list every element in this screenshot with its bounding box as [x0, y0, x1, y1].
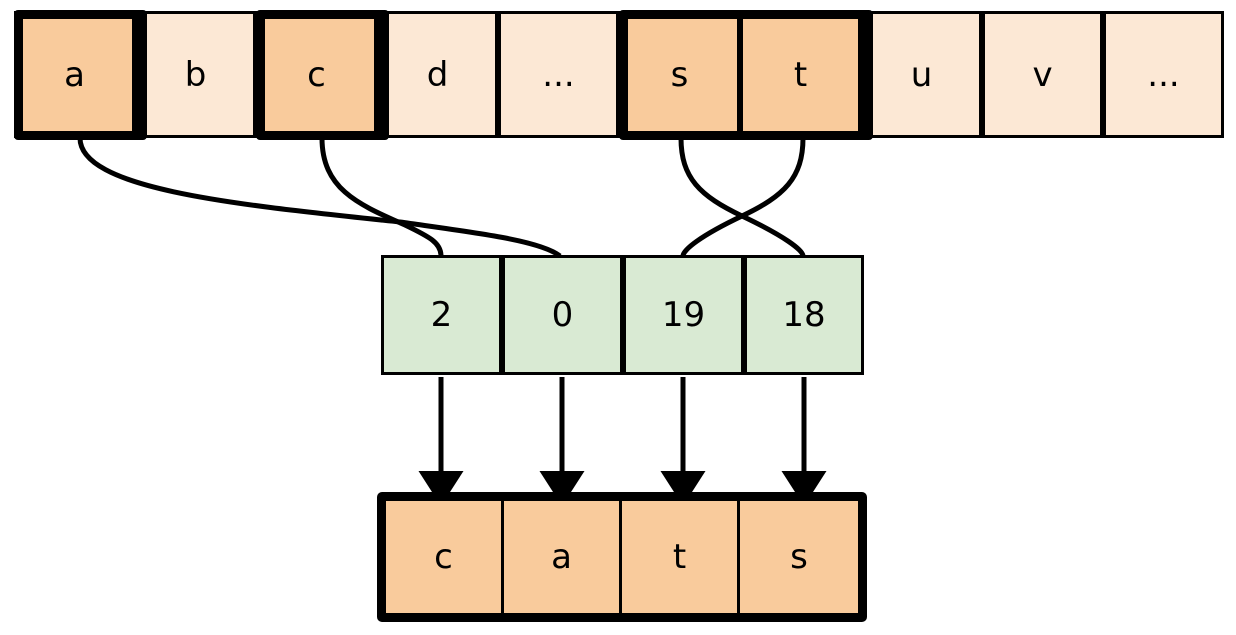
alphabet-cell-u[interactable]: u: [861, 11, 982, 138]
alphabet-cell-s[interactable]: s: [619, 11, 740, 138]
output-cell-t[interactable]: t: [622, 501, 740, 613]
index-cell-2[interactable]: 19: [623, 255, 744, 375]
output-row-inner: c a t s: [386, 501, 858, 613]
curve-s-to-18: [678, 137, 806, 257]
alphabet-cell-a[interactable]: a: [14, 11, 135, 138]
index-cell-0[interactable]: 2: [381, 255, 502, 375]
output-cell-c[interactable]: c: [386, 501, 504, 613]
curve-c-to-2: [319, 137, 444, 257]
alphabet-cell-t[interactable]: t: [740, 11, 861, 138]
output-cell-a[interactable]: a: [504, 501, 622, 613]
alphabet-strip: a b c d ... s t u v ...: [14, 11, 1224, 138]
output-row: c a t s: [377, 492, 867, 622]
index-cell-1[interactable]: 0: [502, 255, 623, 375]
index-row: 2 0 19 18: [381, 255, 864, 375]
output-cell-s[interactable]: s: [740, 501, 858, 613]
alphabet-cell-ellipsis-left[interactable]: ...: [498, 11, 619, 138]
curve-t-to-19: [680, 137, 806, 257]
alphabet-cell-d[interactable]: d: [377, 11, 498, 138]
alphabet-cell-v[interactable]: v: [982, 11, 1103, 138]
index-cell-3[interactable]: 18: [744, 255, 864, 375]
alphabet-cell-ellipsis-right[interactable]: ...: [1103, 11, 1224, 138]
alphabet-cell-b[interactable]: b: [135, 11, 256, 138]
alphabet-cell-c[interactable]: c: [256, 11, 377, 138]
curve-a-to-0: [77, 137, 562, 259]
